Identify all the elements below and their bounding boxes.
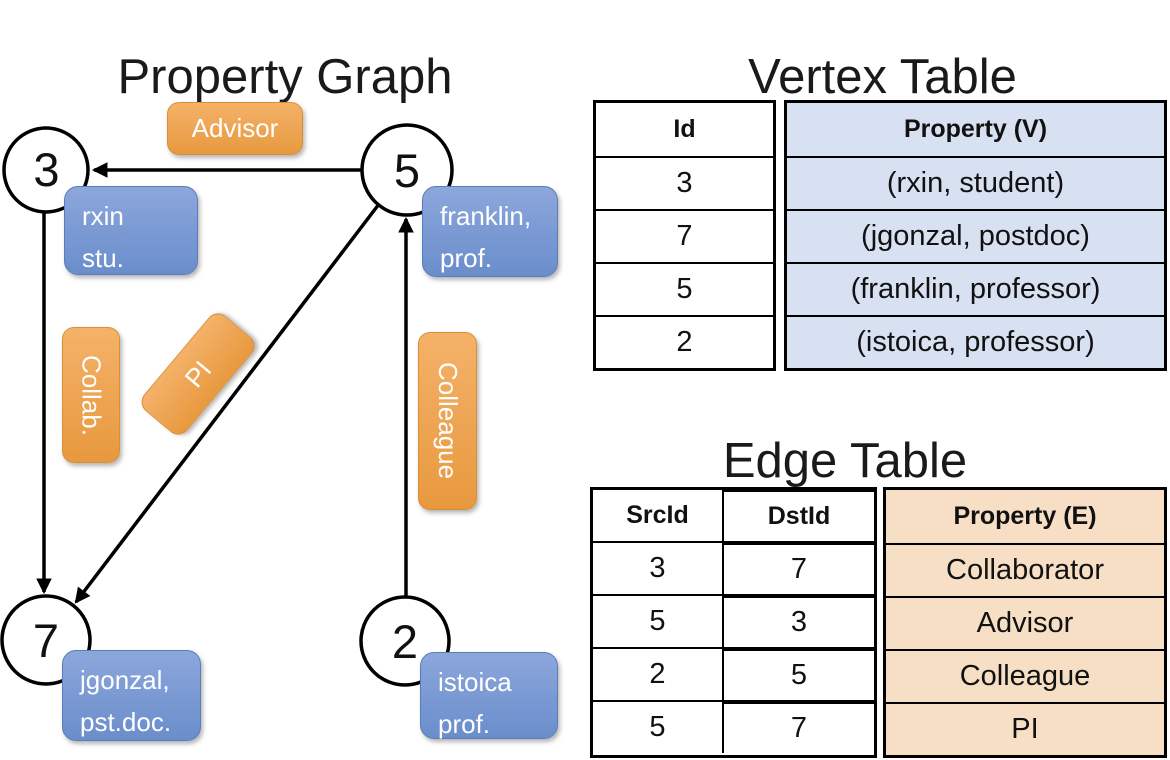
node-id-3: 3 xyxy=(33,143,60,196)
edge-label-colleague: Colleague xyxy=(418,332,477,510)
property-graph-title: Property Graph xyxy=(117,49,453,104)
edge-table-cell-property: Colleague xyxy=(886,649,1164,702)
edge-table-cell-src: 2 xyxy=(593,649,724,700)
node-id-7: 7 xyxy=(32,613,60,667)
vertex-property-box-3: rxin stu. xyxy=(64,186,198,275)
vertex-table-cell-id: 7 xyxy=(596,209,773,262)
edge-label-collab: Collab. xyxy=(62,327,120,463)
edge-table-row: 5 7 xyxy=(593,700,874,753)
edge-table-cell-dst: 3 xyxy=(724,596,874,647)
edge-table-row: 5 3 xyxy=(593,594,874,647)
edge-table-property-column: Property (E) Collaborator Advisor Collea… xyxy=(883,487,1167,758)
vertex-table-cell-property: (jgonzal, postdoc) xyxy=(787,209,1164,262)
edge-table-cell-dst: 7 xyxy=(724,702,874,753)
edge-table-header-srcid: SrcId xyxy=(593,490,724,541)
vertex-property-box-5: franklin, prof. xyxy=(422,186,558,277)
vertex-table-cell-property: (rxin, student) xyxy=(787,156,1164,209)
node-id-5: 5 xyxy=(393,143,421,197)
edge-table-cell-dst: 5 xyxy=(724,649,874,700)
edge-table-cell-property: Collaborator xyxy=(886,543,1164,596)
edge-table-row: 2 5 xyxy=(593,647,874,700)
vertex-table-cell-property: (franklin, professor) xyxy=(787,262,1164,315)
vertex-table-header-id: Id xyxy=(673,115,696,143)
edge-label-advisor: Advisor xyxy=(167,102,303,155)
vertex-table-cell-id: 2 xyxy=(596,315,773,368)
vertex-property-line: prof. xyxy=(440,243,493,274)
edge-table-title: Edge Table xyxy=(722,433,968,488)
edge-table-header-dstid: DstId xyxy=(724,490,874,541)
node-id-2: 2 xyxy=(391,614,419,668)
vertex-table-cell-property: (istoica, professor) xyxy=(787,315,1164,368)
vertex-property-line: stu. xyxy=(82,243,124,274)
vertex-table-cell-id: 5 xyxy=(596,262,773,315)
edge-table: SrcId DstId 3 7 5 3 2 5 5 7 Property (E)… xyxy=(590,487,1167,758)
edge-table-cell-dst: 7 xyxy=(724,543,874,594)
vertex-property-line: jgonzal, xyxy=(80,665,170,695)
vertex-property-line: pst.doc. xyxy=(80,707,172,738)
edge-table-src-dst-columns: SrcId DstId 3 7 5 3 2 5 5 7 xyxy=(590,487,877,758)
vertex-table-id-column: Id 3 7 5 2 xyxy=(593,100,776,371)
edge-table-cell-src: 3 xyxy=(593,543,724,594)
vertex-property-box-2: istoica prof. xyxy=(420,652,558,739)
vertex-table: Id 3 7 5 2 Property (V) (rxin, student) … xyxy=(593,100,1167,371)
edge-table-cell-src: 5 xyxy=(593,702,724,753)
vertex-property-line: istoica xyxy=(438,667,512,697)
vertex-table-property-column: Property (V) (rxin, student) (jgonzal, p… xyxy=(784,100,1167,371)
vertex-property-box-7: jgonzal, pst.doc. xyxy=(62,650,201,741)
vertex-property-line: rxin xyxy=(82,201,124,231)
vertex-table-title: Vertex Table xyxy=(748,49,1017,104)
edge-table-cell-src: 5 xyxy=(593,596,724,647)
vertex-property-line: prof. xyxy=(438,709,491,740)
vertex-table-cell-id: 3 xyxy=(596,156,773,209)
edge-table-cell-property: Advisor xyxy=(886,596,1164,649)
vertex-table-header-property: Property (V) xyxy=(903,115,1048,143)
edge-table-row: 3 7 xyxy=(593,541,874,594)
edge-line-pi-5-7 xyxy=(74,202,381,604)
edge-table-cell-property: PI xyxy=(886,702,1164,755)
edge-table-header-row: SrcId DstId xyxy=(593,490,874,541)
vertex-property-line: franklin, xyxy=(440,201,532,231)
edge-table-header-property: Property (E) xyxy=(953,502,1097,530)
